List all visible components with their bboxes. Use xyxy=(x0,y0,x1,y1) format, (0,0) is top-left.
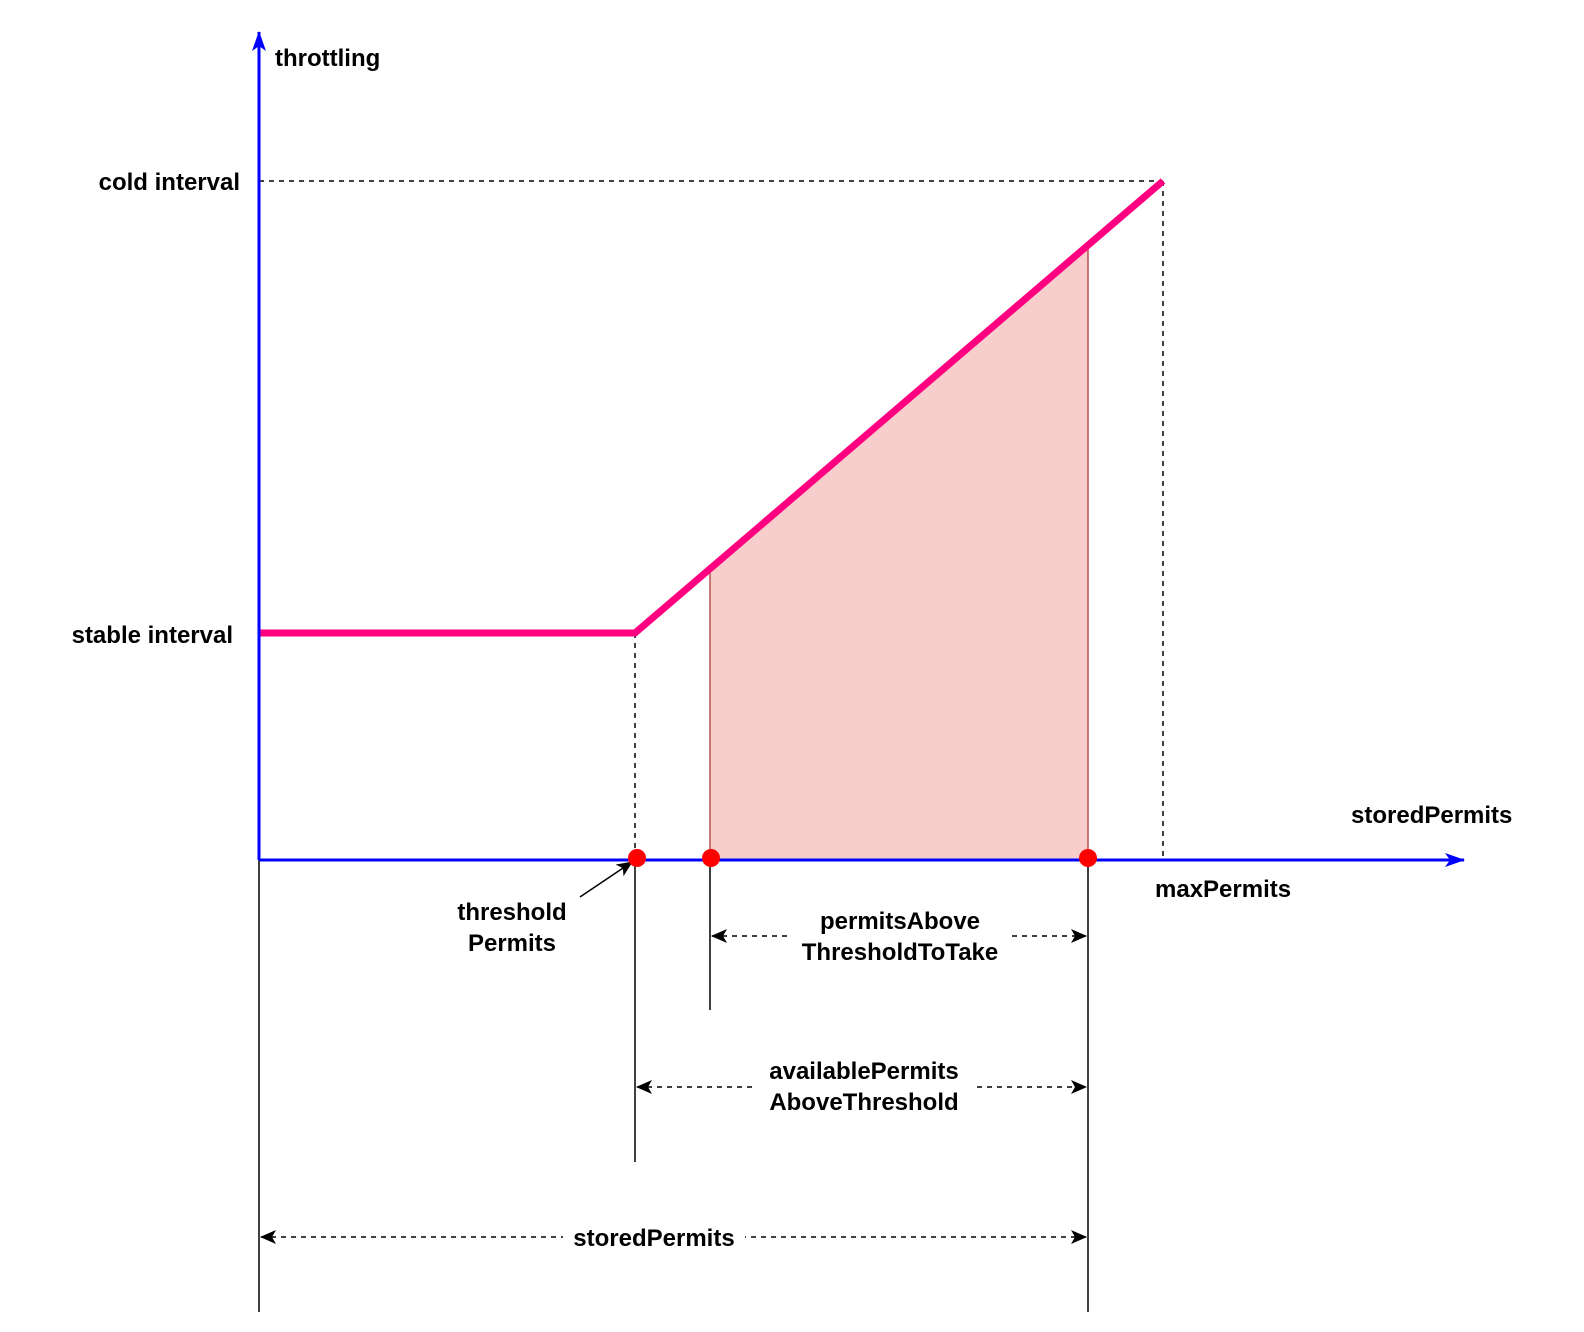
threshold-marker xyxy=(628,849,646,867)
available-permits-above-threshold-label-line1: availablePermits xyxy=(769,1058,958,1085)
y-axis-label: throttling xyxy=(275,45,380,72)
throttling-curve xyxy=(259,178,1166,637)
stored-permits-marker xyxy=(1079,849,1097,867)
cold-interval-label: cold interval xyxy=(99,169,240,196)
permits-above-threshold-to-take-label-line1: permitsAbove xyxy=(820,908,980,935)
x-axis-label: storedPermits xyxy=(1351,802,1512,829)
threshold-permits-label-line2: Permits xyxy=(468,930,556,957)
take-start-marker xyxy=(702,849,720,867)
threshold-permits-label-line1: threshold xyxy=(457,899,566,926)
threshold-callout-arrow xyxy=(579,861,633,898)
stored-permits-span-label: storedPermits xyxy=(573,1225,734,1252)
stable-interval-label: stable interval xyxy=(72,622,233,649)
max-permits-label: maxPermits xyxy=(1155,876,1291,903)
permits-above-threshold-to-take-label-line2: ThresholdToTake xyxy=(802,939,998,966)
shaded-area xyxy=(710,247,1088,860)
available-permits-above-threshold-label-line2: AboveThreshold xyxy=(769,1089,958,1116)
